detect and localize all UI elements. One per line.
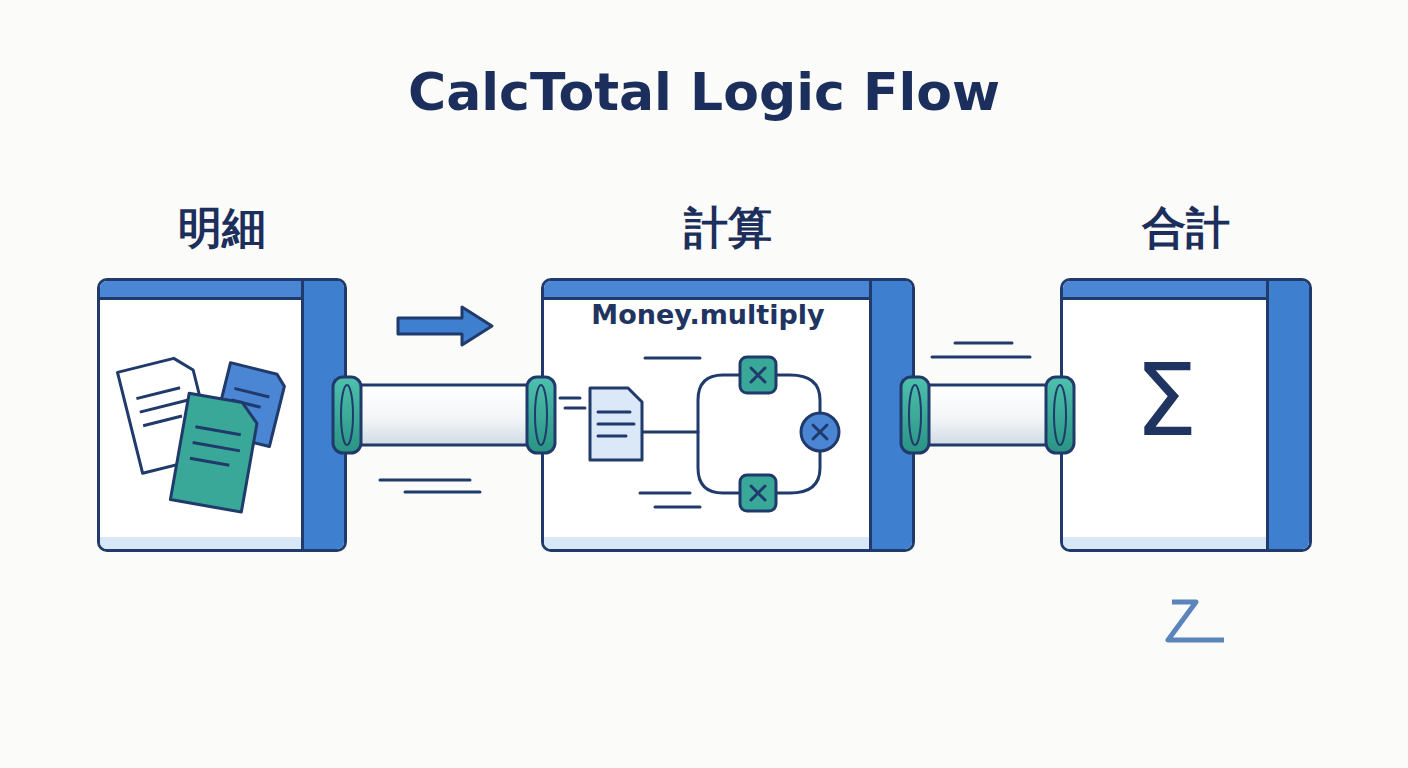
box-body-text: Money.multiply — [544, 299, 872, 330]
pipe-connector — [901, 377, 1074, 453]
calculation-circuit — [560, 357, 839, 511]
box-side-band — [1266, 281, 1309, 549]
document-icons — [117, 354, 286, 512]
faded-sigma-glyph — [1168, 602, 1224, 640]
process-box: 合計Σ — [1060, 278, 1312, 552]
diagram-title: CalcTotal Logic Flow — [0, 62, 1408, 122]
box-bottom-band — [100, 537, 301, 549]
box-bottom-band — [544, 537, 869, 549]
pipe-connector — [333, 377, 555, 453]
speed-lines — [380, 343, 1030, 492]
box-side-band — [301, 281, 344, 549]
box-heading: 計算 — [544, 199, 912, 258]
box-heading: 明細 — [100, 199, 344, 258]
box-top-band — [544, 281, 912, 300]
process-box: 計算Money.multiply — [541, 278, 915, 552]
box-heading: 合計 — [1063, 199, 1309, 258]
direction-arrow — [398, 307, 492, 345]
box-body-text: Σ — [1063, 343, 1269, 458]
process-box: 明細 — [97, 278, 347, 552]
box-bottom-band — [1063, 537, 1266, 549]
box-side-band — [869, 281, 912, 549]
